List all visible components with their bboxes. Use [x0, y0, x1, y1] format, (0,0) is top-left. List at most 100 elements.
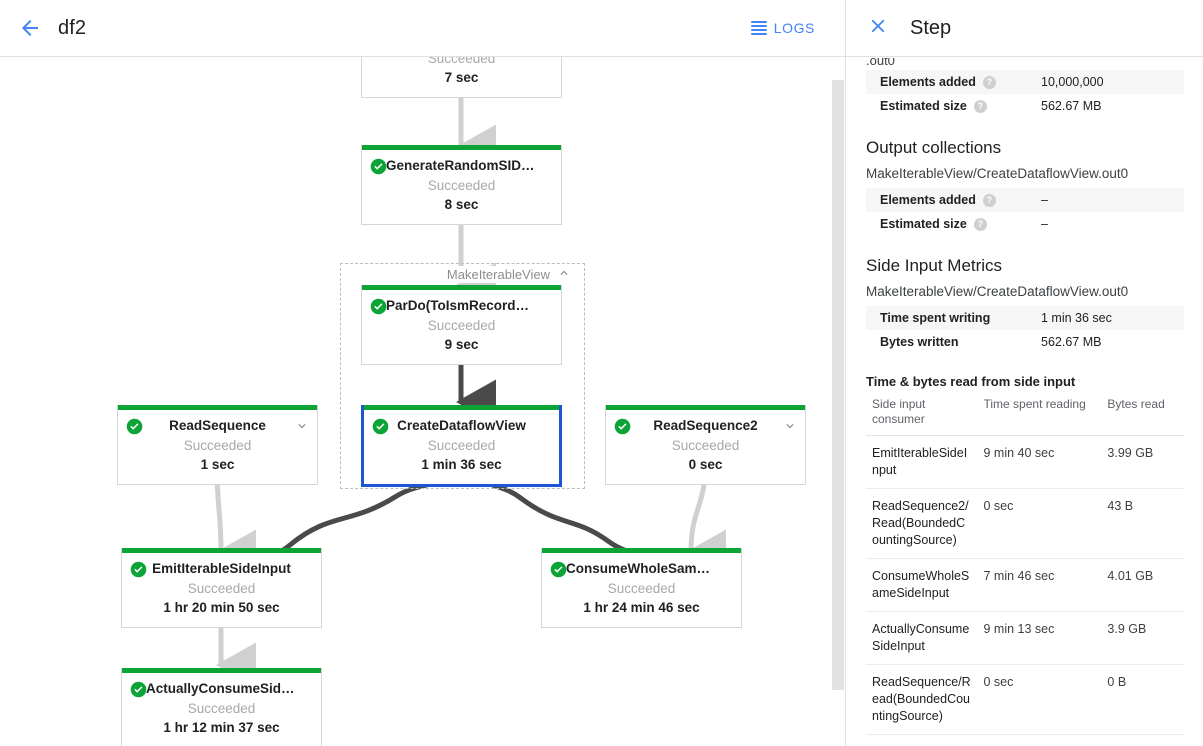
- table-row: Estimated size? –: [866, 212, 1184, 236]
- graph-node-read-sequence[interactable]: ReadSequence Succeeded 1 sec: [117, 405, 318, 485]
- node-duration: 8 sec: [444, 197, 479, 212]
- node-title: ActuallyConsumeSideI…: [146, 681, 306, 696]
- table-row: Estimated size? 562.67 MB: [866, 94, 1184, 118]
- check-circle-icon: [614, 418, 631, 435]
- logs-button-label: LOGS: [773, 20, 815, 36]
- cell-time: 0 sec: [977, 488, 1102, 559]
- close-icon: [867, 15, 889, 42]
- node-status-bar: [118, 405, 317, 410]
- node-title: ParDo(ToIsmRecordFor…: [386, 298, 551, 313]
- graph-node-pardo-toismrecordfor[interactable]: ParDo(ToIsmRecordFor… Succeeded 9 sec: [361, 285, 562, 365]
- back-button[interactable]: [10, 8, 50, 48]
- cell-consumer: ConsumeWholeSameSideInput: [866, 558, 978, 612]
- node-duration: 0 sec: [688, 457, 723, 472]
- table-row: Bytes written 562.67 MB: [866, 330, 1184, 354]
- metric-value: 562.67 MB: [1041, 335, 1102, 349]
- column-header-time: Time spent reading: [977, 393, 1102, 436]
- chevron-up-icon[interactable]: [557, 266, 571, 283]
- table-row: ReadSequence2/Read(BoundedCountingSource…: [866, 488, 1184, 559]
- graph-node-generate-random-si-data[interactable]: GenerateRandomSIData Succeeded 8 sec: [361, 145, 562, 225]
- clipped-collection-name: .out0: [866, 58, 895, 68]
- node-status: Succeeded: [427, 57, 496, 66]
- panel-content[interactable]: .out0 Elements added? 10,000,000 Estimat…: [846, 58, 1203, 746]
- node-status-bar: [364, 405, 559, 410]
- node-status-bar: [122, 548, 321, 553]
- metric-label: Estimated size: [880, 98, 967, 113]
- group-header[interactable]: MakeIterableView: [443, 266, 574, 283]
- node-title: ReadSequence: [169, 418, 266, 433]
- metric-value: –: [1041, 193, 1048, 207]
- metric-value: 562.67 MB: [1041, 99, 1102, 113]
- graph-node-partial-top[interactable]: Succeeded 7 sec: [361, 57, 562, 98]
- side-input-metrics-table: Time spent writing 1 min 36 sec Bytes wr…: [866, 306, 1184, 354]
- table-row: Elements added? 10,000,000: [866, 70, 1184, 94]
- node-title: ConsumeWholeSameSi…: [566, 561, 731, 576]
- group-label-text: MakeIterableView: [446, 267, 550, 282]
- graph-node-create-dataflow-view[interactable]: CreateDataflowView Succeeded 1 min 36 se…: [361, 405, 562, 487]
- help-icon[interactable]: ?: [973, 218, 987, 232]
- column-header-bytes: Bytes read: [1101, 393, 1184, 436]
- node-status: Succeeded: [427, 438, 496, 453]
- logs-list-icon: [750, 21, 767, 35]
- job-graph-canvas[interactable]: MakeIterableView Succeeded 7 sec: [0, 57, 845, 746]
- help-icon[interactable]: ?: [982, 76, 996, 90]
- node-status: Succeeded: [671, 438, 740, 453]
- metric-label: Elements added: [880, 192, 976, 207]
- node-status: Succeeded: [183, 438, 252, 453]
- node-status: Succeeded: [607, 581, 676, 596]
- node-duration: 1 min 36 sec: [421, 457, 502, 472]
- check-circle-icon: [130, 681, 147, 698]
- cell-time: 9 min 13 sec: [977, 611, 1102, 665]
- node-status: Succeeded: [187, 701, 256, 716]
- help-icon[interactable]: ?: [982, 194, 996, 208]
- chevron-down-icon[interactable]: [295, 419, 309, 433]
- node-title: ReadSequence2: [653, 418, 758, 433]
- chevron-down-icon[interactable]: [783, 419, 797, 433]
- cell-time: 9 min 40 sec: [977, 435, 1102, 489]
- panel-header: Step: [846, 0, 1203, 57]
- scrollbar-thumb[interactable]: [832, 80, 844, 690]
- node-status-bar: [606, 405, 805, 410]
- side-input-metrics-heading: Side Input Metrics: [866, 256, 1003, 275]
- graph-node-read-sequence-2[interactable]: ReadSequence2 Succeeded 0 sec: [605, 405, 806, 485]
- cell-bytes: 43 B: [1101, 488, 1184, 559]
- close-panel-button[interactable]: [860, 10, 896, 46]
- side-input-read-table: Side input consumer Time spent reading B…: [866, 393, 1184, 735]
- table-row: Time spent writing 1 min 36 sec: [866, 306, 1184, 330]
- arrow-back-icon: [18, 16, 42, 40]
- node-status: Succeeded: [427, 318, 496, 333]
- graph-pane: df2 LOGS: [0, 0, 845, 746]
- cell-bytes: 3.99 GB: [1101, 435, 1184, 489]
- cell-time: 0 sec: [977, 664, 1102, 735]
- node-status-bar: [362, 285, 561, 290]
- step-details-panel: Step .out0 Elements added? 10,000,000 Es…: [845, 0, 1203, 746]
- node-duration: 1 hr 12 min 37 sec: [163, 720, 280, 735]
- table-row: EmitIterableSideInput 9 min 40 sec 3.99 …: [866, 435, 1184, 489]
- check-circle-icon: [550, 561, 567, 578]
- cell-consumer: ReadSequence/Read(BoundedCountingSource): [866, 664, 978, 735]
- cell-time: 7 min 46 sec: [977, 558, 1102, 612]
- output-metrics-table: Elements added? – Estimated size? –: [866, 188, 1184, 236]
- node-title: CreateDataflowView: [397, 418, 526, 433]
- logs-button[interactable]: LOGS: [743, 14, 823, 42]
- cell-consumer: ActuallyConsumeSideInput: [866, 611, 978, 665]
- node-status-bar: [122, 668, 321, 673]
- metric-value: 10,000,000: [1041, 75, 1104, 89]
- graph-node-actually-consume-side-input[interactable]: ActuallyConsumeSideI… Succeeded 1 hr 12 …: [121, 668, 322, 746]
- cell-consumer: EmitIterableSideInput: [866, 435, 978, 489]
- top-app-bar: df2 LOGS: [0, 0, 845, 57]
- metric-label: Bytes written: [880, 335, 959, 349]
- check-circle-icon: [370, 298, 387, 315]
- composite-step-group-makeiterableview[interactable]: MakeIterableView: [340, 263, 585, 489]
- graph-node-emit-iterable-side-input[interactable]: EmitIterableSideInput Succeeded 1 hr 20 …: [121, 548, 322, 628]
- help-icon[interactable]: ?: [973, 100, 987, 114]
- graph-vertical-scrollbar[interactable]: [831, 80, 845, 746]
- node-duration: 9 sec: [444, 337, 479, 352]
- check-circle-icon: [370, 158, 387, 175]
- graph-node-consume-whole-same-side-input[interactable]: ConsumeWholeSameSi… Succeeded 1 hr 24 mi…: [541, 548, 742, 628]
- cell-bytes: 4.01 GB: [1101, 558, 1184, 612]
- table-row: Elements added? –: [866, 188, 1184, 212]
- node-duration: 7 sec: [444, 70, 479, 85]
- cell-consumer: ReadSequence2/Read(BoundedCountingSource…: [866, 488, 978, 559]
